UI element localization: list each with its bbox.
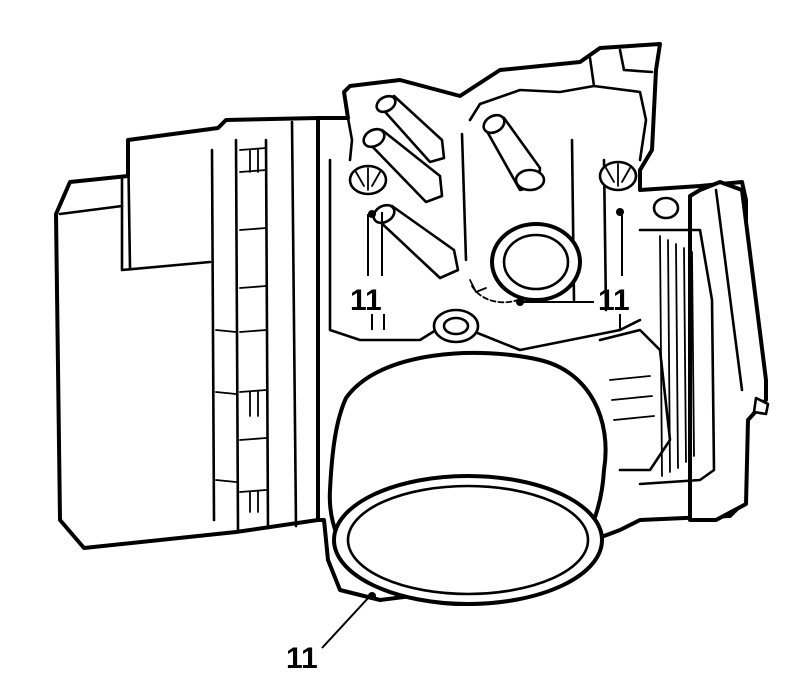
callout-label-bottom: 11 bbox=[286, 642, 318, 675]
throttle-bore bbox=[327, 350, 608, 607]
callout-label-upper-left: 11 bbox=[350, 284, 382, 317]
callout-dot-bottom bbox=[368, 592, 376, 600]
callout-dot-upper-right bbox=[616, 208, 624, 216]
center-port bbox=[432, 222, 582, 344]
screw-head-left bbox=[348, 164, 388, 196]
actuator-cover bbox=[598, 180, 770, 522]
callout-label-upper-right: 11 bbox=[598, 284, 630, 317]
screw-head-right bbox=[598, 160, 638, 192]
callout-dot-center bbox=[516, 298, 524, 306]
motor-housing bbox=[54, 116, 320, 550]
bolt-group bbox=[348, 94, 638, 280]
callout-leaders bbox=[321, 212, 623, 649]
callout-dot-upper-left bbox=[368, 210, 376, 218]
